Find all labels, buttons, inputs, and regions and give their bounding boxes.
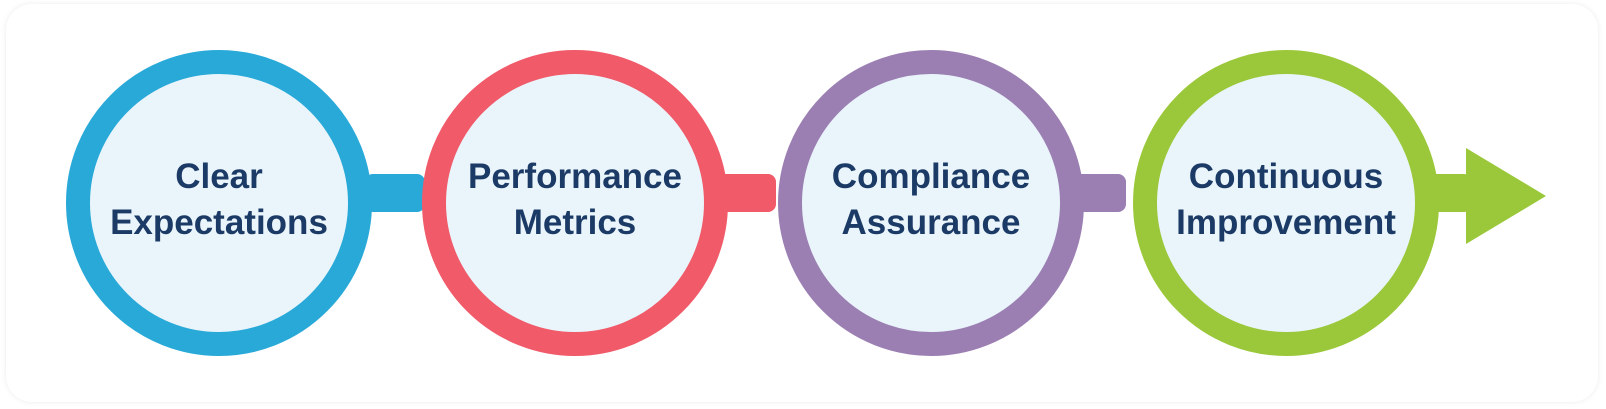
step-circle [422,50,728,356]
connector-1-2 [365,174,425,212]
step-continuous-improvement: Continuous Improvement [1133,50,1439,356]
step-4-line2: Improvement [1176,203,1396,242]
step-circle [66,50,372,356]
step-circle [778,50,1084,356]
step-1-line2: Expectations [110,203,328,242]
connector-2-3 [712,174,776,212]
step-3-line2: Assurance [842,203,1021,242]
step-3-line1: Compliance [832,157,1030,196]
step-1-line1: Clear [175,157,263,196]
step-2-line1: Performance [468,157,682,196]
step-performance-metrics: Performance Metrics [422,50,728,356]
step-clear-expectations: Clear Expectations [66,50,372,356]
step-4-line1: Continuous [1189,157,1383,196]
step-2-line2: Metrics [514,203,637,242]
step-compliance-assurance: Compliance Assurance [778,50,1084,356]
step-circle [1133,50,1439,356]
